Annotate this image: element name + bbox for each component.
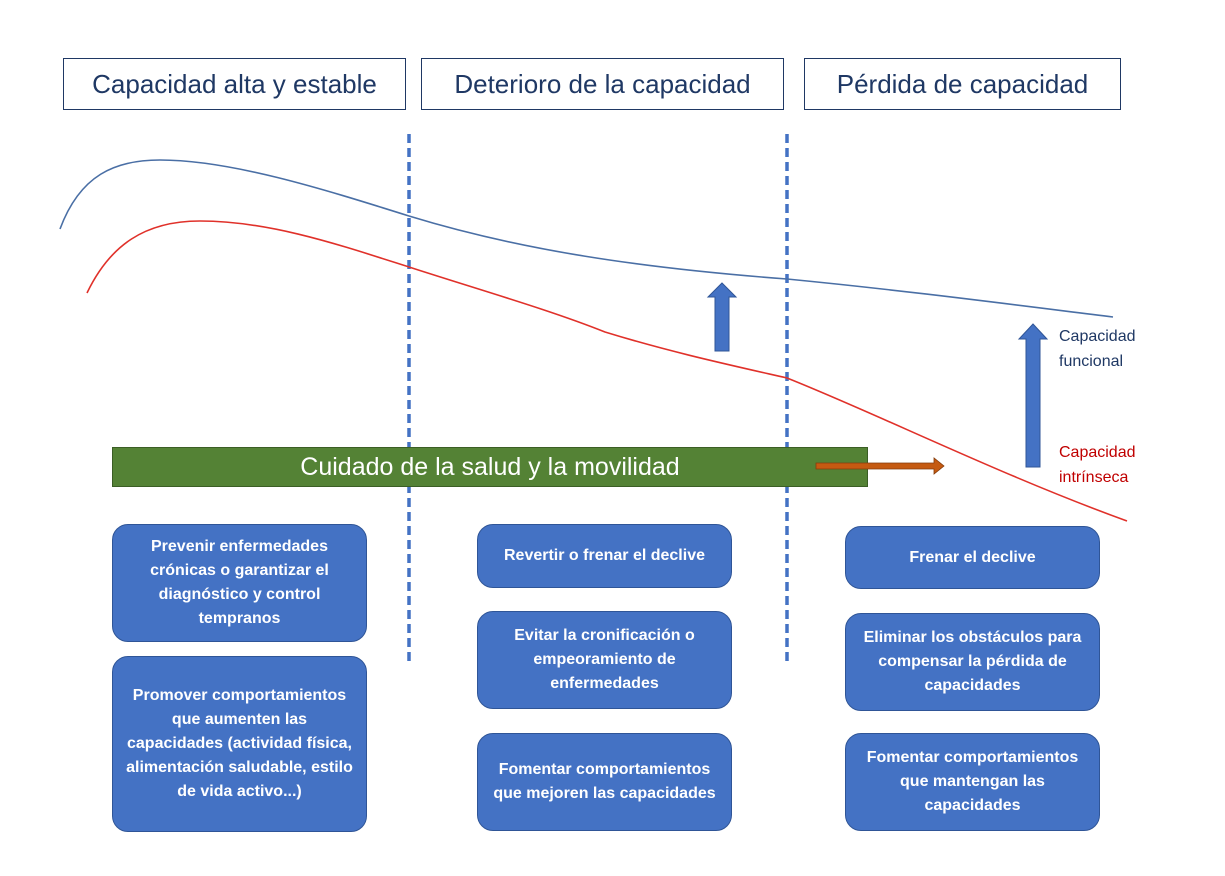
action-box-text: Evitar la cronificación o empeoramiento … bbox=[514, 627, 695, 692]
large-up-arrow-icon bbox=[1017, 323, 1049, 468]
stage-header-high-stable: Capacidad alta y estable bbox=[63, 58, 406, 110]
legend-functional-line2: funcional bbox=[1059, 353, 1124, 370]
action-box-promote-behaviors: Promover comportamientos que aumenten la… bbox=[112, 656, 367, 832]
legend-functional-line1: Capacidad bbox=[1059, 328, 1136, 345]
action-box-remove-obstacles: Eliminar los obstáculos para compensar l… bbox=[845, 613, 1100, 711]
intrinsic-capacity-curve bbox=[86, 220, 1128, 522]
action-box-slow-decline: Frenar el declive bbox=[845, 526, 1100, 589]
legend-functional-capacity: Capacidad funcional bbox=[1059, 324, 1136, 374]
action-box-prevent-chronic: Prevenir enfermedades crónicas o garanti… bbox=[112, 524, 367, 642]
legend-intrinsic-line2: intrínseca bbox=[1059, 469, 1129, 486]
functional-capacity-curve bbox=[59, 159, 1114, 318]
action-box-foster-improve: Fomentar comportamientos que mejoren las… bbox=[477, 733, 732, 831]
action-box-text: Eliminar los obstáculos para compensar l… bbox=[863, 629, 1082, 694]
action-box-text: Promover comportamientos que aumenten la… bbox=[126, 687, 353, 800]
stage-header-loss: Pérdida de capacidad bbox=[804, 58, 1121, 110]
stage-header-deterioration: Deterioro de la capacidad bbox=[421, 58, 784, 110]
action-box-avoid-chronification: Evitar la cronificación o empeoramiento … bbox=[477, 611, 732, 709]
action-box-text: Prevenir enfermedades crónicas o garanti… bbox=[150, 538, 329, 627]
action-box-text: Fomentar comportamientos que mejoren las… bbox=[493, 761, 716, 802]
up-arrow-icon bbox=[706, 282, 738, 352]
legend-intrinsic-capacity: Capacidad intrínseca bbox=[1059, 440, 1136, 490]
action-box-text: Frenar el declive bbox=[909, 548, 1036, 566]
action-box-foster-maintain: Fomentar comportamientos que mantengan l… bbox=[845, 733, 1100, 831]
action-box-text: Revertir o frenar el declive bbox=[504, 547, 705, 564]
action-box-revert-decline: Revertir o frenar el declive bbox=[477, 524, 732, 588]
action-box-text: Fomentar comportamientos que mantengan l… bbox=[866, 749, 1079, 814]
legend-intrinsic-line1: Capacidad bbox=[1059, 444, 1136, 461]
health-mobility-label: Cuidado de la salud y la movilidad bbox=[300, 452, 680, 481]
health-mobility-bar: Cuidado de la salud y la movilidad bbox=[112, 447, 868, 487]
